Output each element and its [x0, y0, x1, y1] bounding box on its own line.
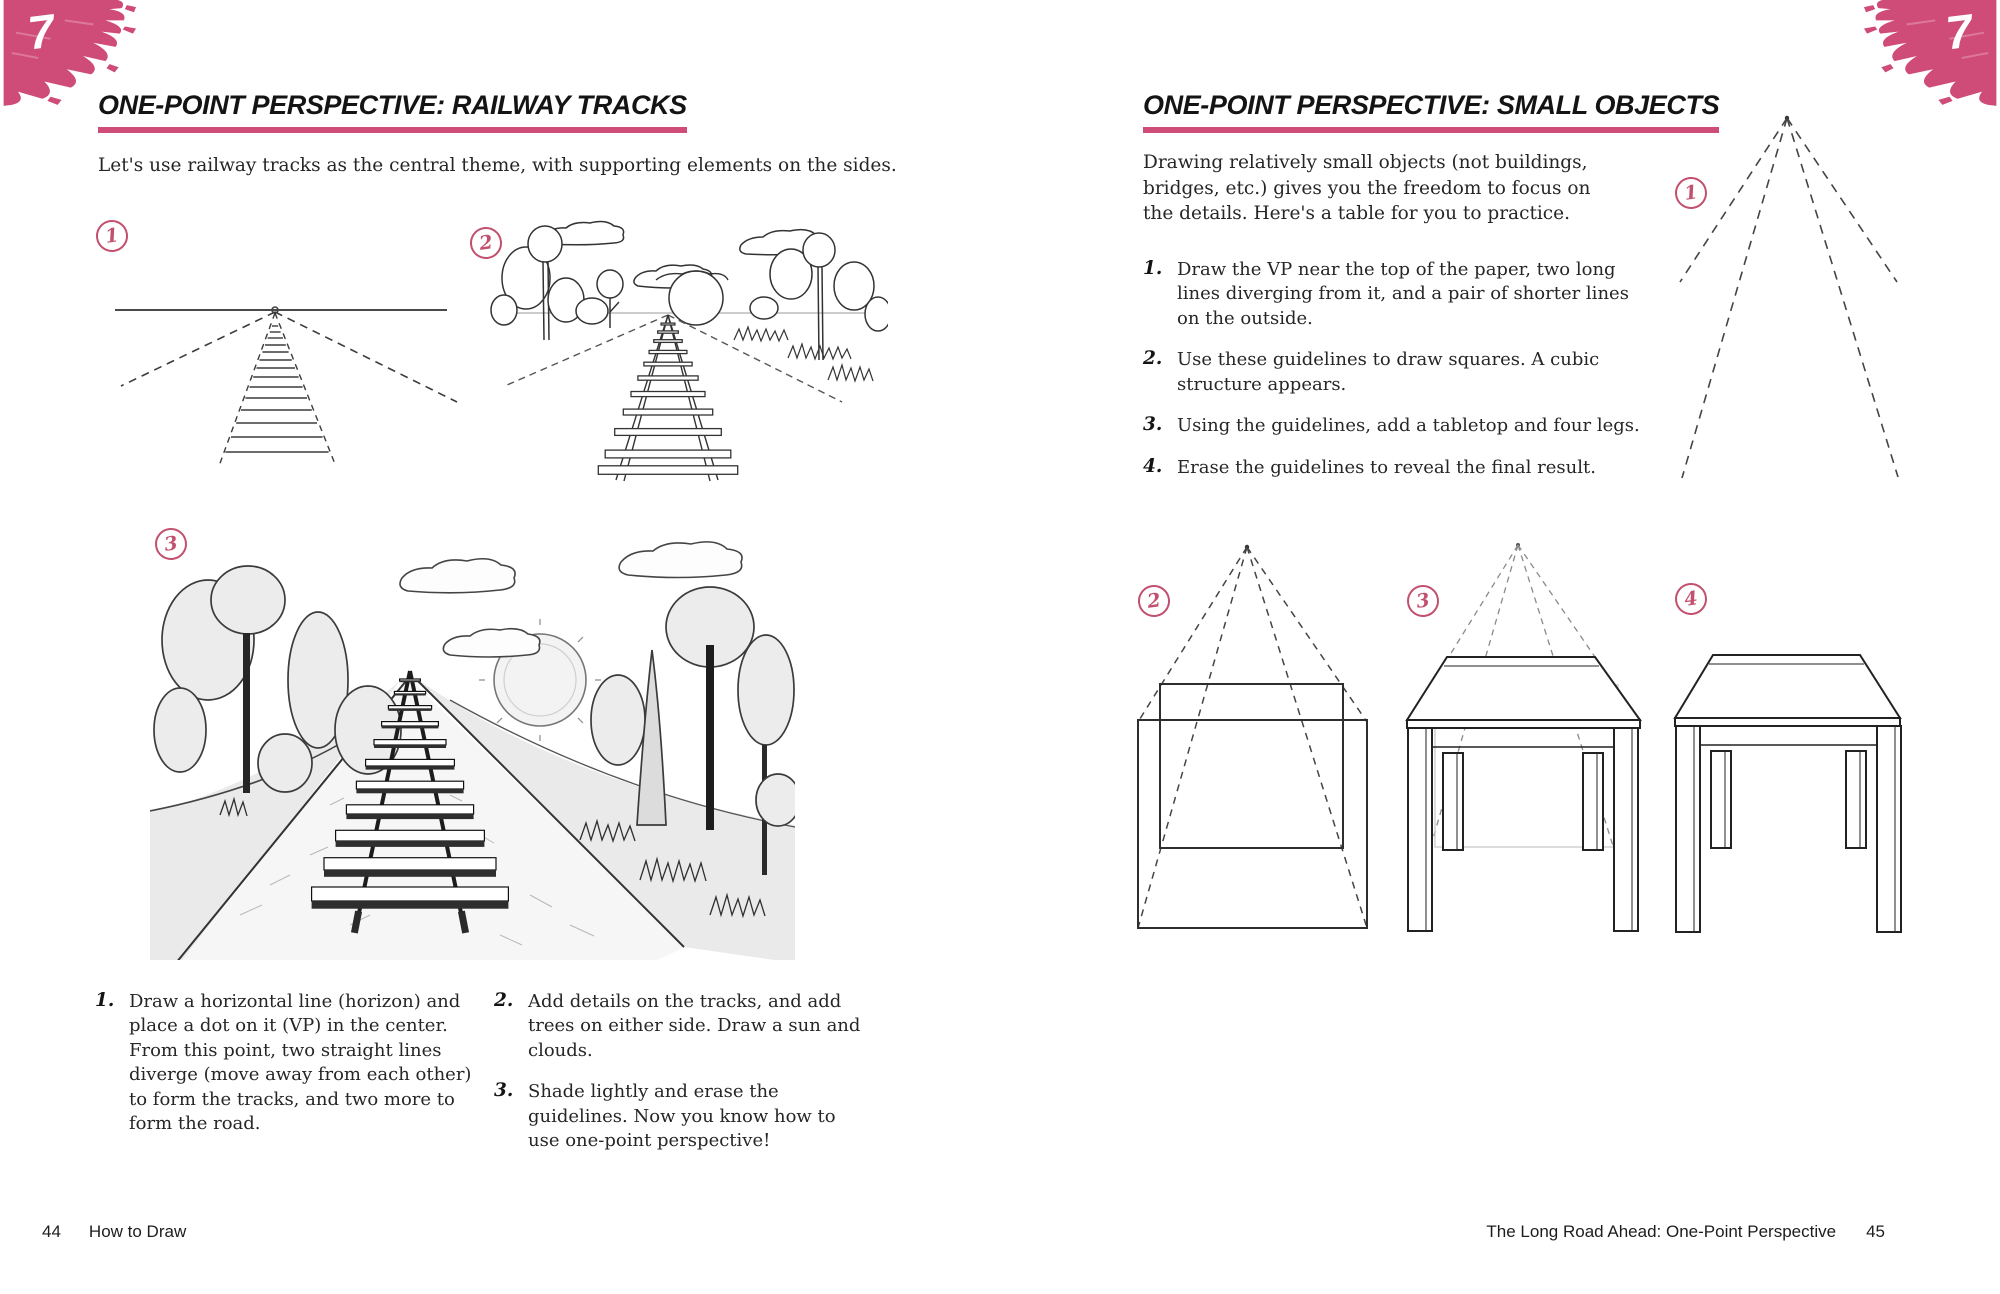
chapter-title: The Long Road Ahead: One-Point Perspecti…: [1486, 1222, 1837, 1241]
page-number: 45: [1866, 1222, 1885, 1241]
table-step1-drawing: [1679, 115, 1899, 479]
step-item: 1. Draw a horizontal line (horizon) and …: [95, 990, 472, 1135]
page-number: 44: [42, 1222, 61, 1241]
railway-step1-drawing: [115, 306, 458, 467]
left-steps-column-2: 2. Add details on the tracks, and add tr…: [494, 990, 869, 1171]
brush-stroke-icon: [1863, 0, 1997, 106]
chapter-tab-right: 7: [1840, 0, 2000, 110]
left-page-intro: Let's use railway tracks as the central …: [98, 155, 897, 176]
right-footer: The Long Road Ahead: One-Point Perspecti…: [1486, 1222, 1885, 1242]
step-item: 3. Using the guidelines, add a tabletop …: [1143, 414, 1640, 437]
table-step3-drawing: [1405, 543, 1642, 932]
right-page-title: ONE-POINT PERSPECTIVE: SMALL OBJECTS: [1143, 90, 1720, 133]
railway-step3-drawing: [150, 541, 795, 960]
left-page-title: ONE-POINT PERSPECTIVE: RAILWAY TRACKS: [98, 90, 687, 133]
left-footer: 44 How to Draw: [42, 1222, 186, 1242]
railway-step2-drawing: [490, 220, 888, 482]
chapter-tab-left: 7: [0, 0, 160, 110]
step-item: 1. Draw the VP near the top of the paper…: [1143, 258, 1629, 329]
table-step2-drawing: [1137, 544, 1368, 929]
right-steps: 1. Draw the VP near the top of the paper…: [1143, 258, 1648, 497]
step-item: 3. Shade lightly and erase the guideline…: [494, 1080, 836, 1152]
step-item: 2. Use these guidelines to draw squares.…: [1143, 348, 1600, 395]
left-steps-column-1: 1. Draw a horizontal line (horizon) and …: [95, 990, 487, 1154]
table-step4-drawing: [1673, 654, 1902, 933]
right-page-intro: Drawing relatively small objects (not bu…: [1143, 152, 1591, 225]
brush-stroke-icon: [3, 0, 137, 106]
step-item: 4. Erase the guidelines to reveal the fi…: [1143, 455, 1596, 478]
step-item: 2. Add details on the tracks, and add tr…: [494, 990, 861, 1061]
book-title: How to Draw: [88, 1222, 187, 1241]
